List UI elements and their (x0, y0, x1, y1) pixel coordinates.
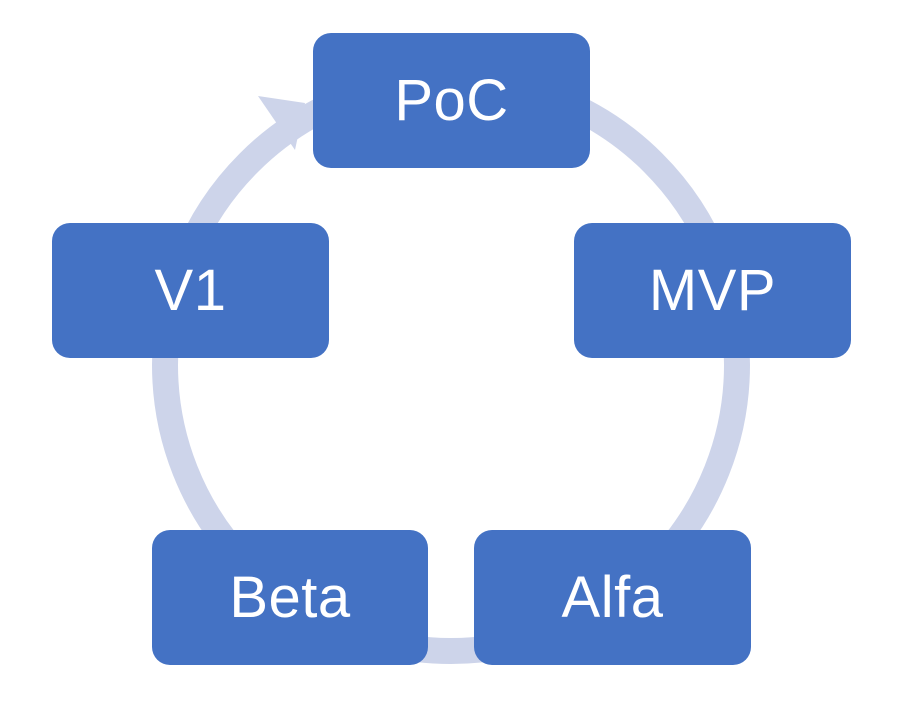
node-label-v1: V1 (154, 258, 227, 323)
node-label-beta: Beta (229, 565, 351, 630)
arrowhead-to-poc (258, 96, 305, 150)
node-alfa: Alfa (474, 530, 751, 665)
node-v1: V1 (52, 223, 329, 358)
node-mvp: MVP (574, 223, 851, 358)
node-label-poc: PoC (394, 68, 509, 133)
node-label-alfa: Alfa (561, 565, 664, 630)
node-label-mvp: MVP (648, 258, 777, 323)
node-poc: PoC (313, 33, 590, 168)
node-beta: Beta (152, 530, 428, 665)
